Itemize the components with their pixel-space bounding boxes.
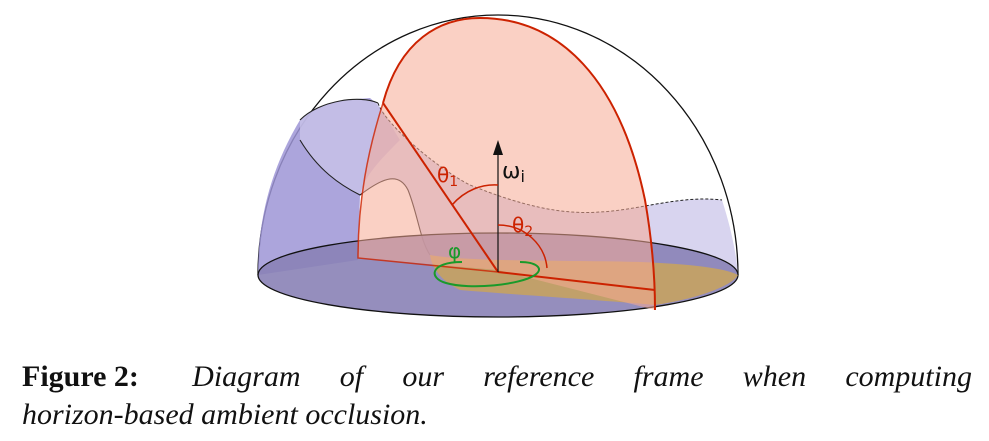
- omega-label: ωi: [502, 159, 525, 186]
- caption-figure-label: Figure 2:: [22, 360, 139, 393]
- view-vector-arrowhead: [493, 140, 503, 155]
- theta1-label: θ1: [437, 163, 458, 190]
- caption-line-1: Figure 2: Diagram of our reference frame…: [22, 358, 972, 396]
- caption-word: reference: [483, 360, 595, 393]
- caption-word: when: [742, 360, 807, 393]
- horizon-vector-2: [497, 271, 656, 291]
- caption-word: Diagram: [192, 360, 301, 393]
- horizon-top-edge: [299, 98, 379, 121]
- theta1-arc: [451, 184, 499, 206]
- caption-word: computing: [845, 360, 972, 393]
- caption-line-2: horizon-based ambient occlusion.: [22, 398, 428, 431]
- caption-word: of: [339, 360, 364, 393]
- phi-arc: [433, 261, 540, 288]
- slice-arc: [382, 16, 656, 311]
- figure-caption: Figure 2: Diagram of our reference frame…: [22, 358, 972, 434]
- slice-plane: [358, 18, 655, 310]
- caption-word: our: [402, 360, 445, 393]
- horizon-vector-1: [382, 102, 499, 273]
- theta2-arc: [497, 224, 548, 269]
- caption-word: frame: [633, 360, 704, 393]
- theta2-label: θ2: [512, 213, 533, 240]
- slice-left-edge: [357, 102, 499, 273]
- phi-label: φ: [448, 239, 461, 263]
- hemisphere-diagram: ωi θ1 θ2 φ: [257, 14, 739, 318]
